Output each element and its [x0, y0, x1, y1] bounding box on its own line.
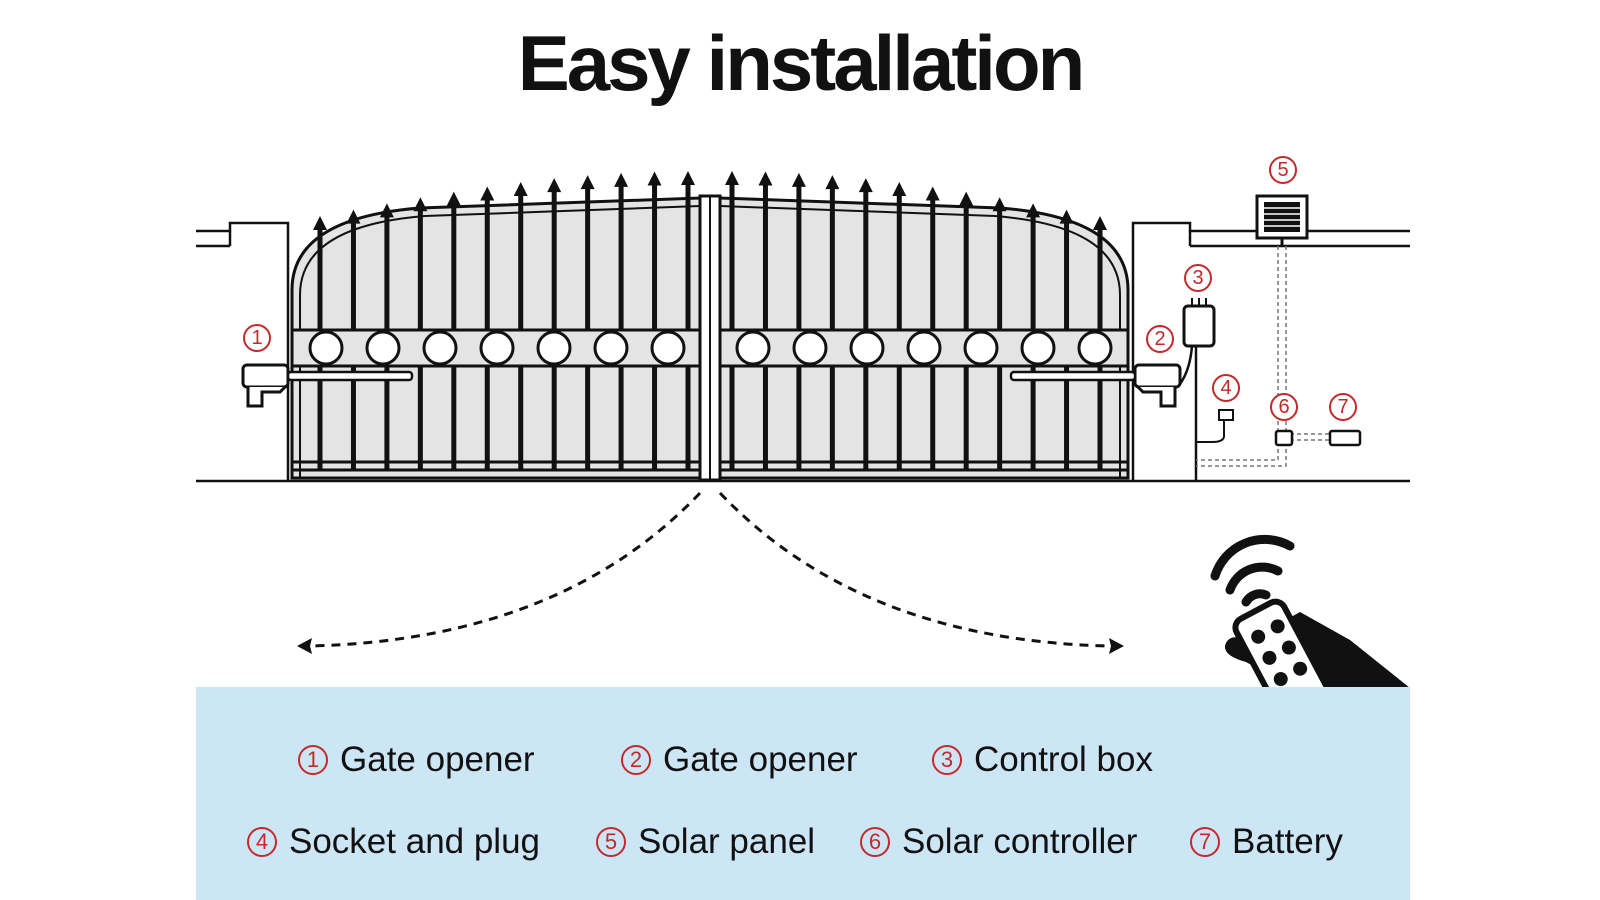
- spear-tip: [446, 191, 461, 206]
- swing-arrow-head-left: [297, 638, 312, 654]
- marker-battery: 7: [1329, 393, 1357, 421]
- solar-controller-icon: [1274, 429, 1294, 447]
- spear-tip: [959, 191, 974, 206]
- spear-tip: [725, 171, 739, 185]
- marker-socket-plug: 4: [1212, 374, 1240, 402]
- spear-tip: [925, 186, 940, 201]
- wiring: [1196, 246, 1330, 467]
- spear-tip: [681, 171, 695, 185]
- legend-label: Solar panel: [638, 822, 816, 861]
- spear-tip: [992, 197, 1007, 212]
- gate-ring: [1077, 330, 1113, 366]
- page-title: Easy installation: [517, 19, 1086, 107]
- legend-number: 2: [621, 745, 651, 775]
- legend-item-control-box: 3 Control box: [932, 740, 1153, 780]
- legend-number: 3: [932, 745, 962, 775]
- marker-gate-opener-right: 2: [1146, 325, 1174, 353]
- legend-item-gate-opener-2: 2 Gate opener: [621, 740, 858, 780]
- spear-tip: [1093, 216, 1107, 230]
- gate-ring: [479, 330, 515, 366]
- gate-ring: [422, 330, 458, 366]
- legend-label: Battery: [1232, 822, 1343, 861]
- socket-plug-icon: [1196, 409, 1234, 443]
- left-wall: [196, 221, 290, 481]
- spear-tip: [513, 181, 528, 196]
- gate-ring: [906, 330, 942, 366]
- spear-tip: [647, 171, 662, 186]
- spear-tip: [1059, 209, 1074, 224]
- spear-tip: [825, 175, 840, 190]
- legend-item-solar-panel: 5 Solar panel: [596, 822, 815, 862]
- control-box-icon: [1178, 298, 1216, 481]
- legend-item-socket-plug: 4 Socket and plug: [247, 822, 540, 862]
- gate-ring: [536, 330, 572, 366]
- spear-tip: [791, 172, 806, 187]
- right-wall: [1131, 221, 1410, 481]
- gate-ring: [365, 330, 401, 366]
- legend-panel: [196, 687, 1410, 900]
- gate-ring: [308, 330, 344, 366]
- legend-label: Socket and plug: [289, 822, 541, 861]
- gate-rings: [308, 330, 1113, 366]
- marker-solar-panel: 5: [1269, 156, 1297, 184]
- gate-ring: [593, 330, 629, 366]
- marker-solar-controller: 6: [1270, 393, 1298, 421]
- legend-label: Control box: [974, 740, 1153, 779]
- gate-ring: [735, 330, 771, 366]
- spear-tip: [858, 178, 873, 193]
- spear-tip: [413, 197, 428, 212]
- spear-tip: [379, 203, 394, 218]
- spear-tip: [480, 186, 495, 201]
- legend-item-solar-controller: 6 Solar controller: [860, 822, 1137, 862]
- legend-number: 1: [298, 745, 328, 775]
- swing-arrow-head-right: [1109, 638, 1124, 654]
- legend-label: Solar controller: [902, 822, 1138, 861]
- battery-icon: [1328, 429, 1362, 447]
- solar-panel-icon: [1255, 194, 1309, 246]
- legend-item-gate-opener-1: 1 Gate opener: [298, 740, 535, 780]
- marker-gate-opener-left: 1: [243, 324, 271, 352]
- legend-number: 7: [1190, 827, 1220, 857]
- gate-opener-icon: [241, 363, 414, 408]
- spear-tip: [758, 171, 773, 186]
- spear-tip: [580, 175, 595, 190]
- spear-tip: [313, 216, 327, 230]
- gate-ring: [963, 330, 999, 366]
- legend-number: 5: [596, 827, 626, 857]
- spear-tip: [614, 172, 629, 187]
- gate-ring: [849, 330, 885, 366]
- spear-tip: [892, 181, 907, 196]
- legend-label: Gate opener: [663, 740, 858, 779]
- legend-number: 6: [860, 827, 890, 857]
- gate-opener-icon: [1009, 363, 1182, 408]
- gate-ring: [1020, 330, 1056, 366]
- spear-tip: [547, 178, 562, 193]
- legend-label: Gate opener: [340, 740, 535, 779]
- spear-tip: [346, 209, 361, 224]
- legend-item-battery: 7 Battery: [1190, 822, 1343, 862]
- gate-ring: [792, 330, 828, 366]
- spear-tip: [1026, 203, 1041, 218]
- marker-control-box: 3: [1184, 264, 1212, 292]
- wifi-signal-icon: [1210, 534, 1295, 607]
- legend-number: 4: [247, 827, 277, 857]
- swing-arrow-icon: [309, 491, 1109, 648]
- gate-ring: [650, 330, 686, 366]
